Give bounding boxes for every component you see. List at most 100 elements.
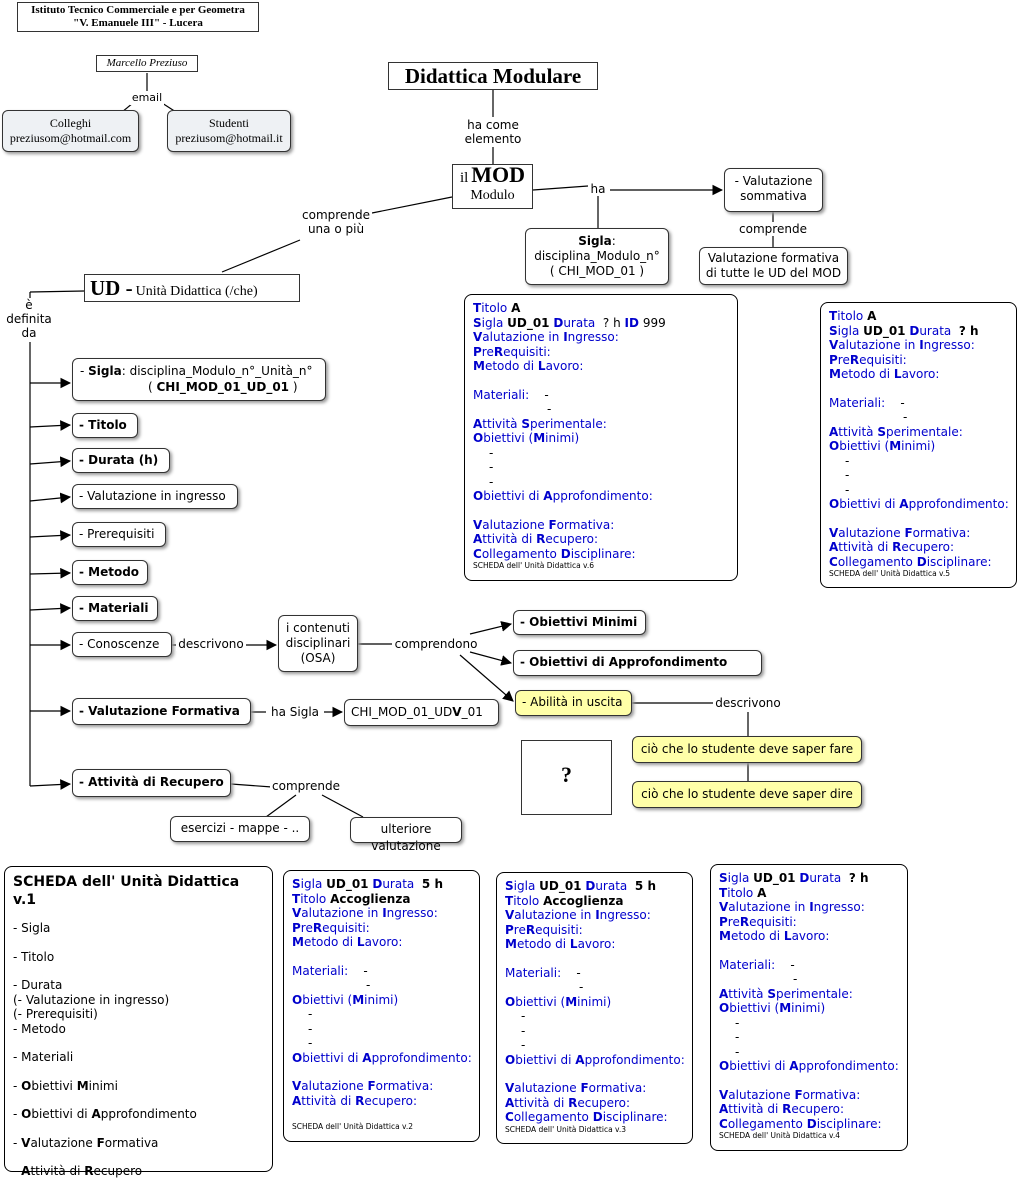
- branch-metodo[interactable]: - Metodo: [72, 560, 148, 585]
- scheda-v5-card: Titolo A Sigla UD_01 Durata ? h Valutazi…: [820, 302, 1017, 588]
- v5-titolo: Titolo A: [829, 309, 877, 323]
- v4-dash-2: -: [735, 1030, 740, 1044]
- branch-titolo[interactable]: - Titolo: [72, 413, 138, 438]
- v3-dash-1: -: [521, 1009, 526, 1023]
- contact-colleghi-title: Colleghi: [49, 116, 92, 130]
- v1-sigla: - Sigla: [13, 921, 51, 935]
- branch-conoscenze[interactable]: - Conoscenze: [72, 632, 172, 657]
- question-node[interactable]: ?: [521, 740, 612, 815]
- v5-prerequisiti: PreRequisiti:: [829, 352, 907, 367]
- v2-titolo: Titolo Accoglienza: [292, 891, 411, 906]
- valutazione-formativa-ud-node[interactable]: Valutazione formativa di tutte le UD del…: [699, 247, 848, 285]
- v1-prerequisiti: (- Prerequisiti): [13, 1007, 98, 1021]
- v5-dash-1: -: [845, 453, 850, 468]
- school-location: "V. Emanuele III" - Lucera: [73, 17, 203, 29]
- v6-att-recupero: Attività di Recupero:: [473, 532, 599, 546]
- saper-fare-node[interactable]: ciò che lo studente deve saper fare: [632, 736, 862, 763]
- school-name: Istituto Tecnico Commerciale e per Geome…: [31, 4, 245, 16]
- branch-sigla[interactable]: - Sigla: disciplina_Modulo_n°_Unità_n° (…: [72, 358, 326, 401]
- v2-dash-3: -: [308, 1036, 313, 1050]
- v1-metodo: - Metodo: [13, 1021, 66, 1036]
- abilita-uscita-node[interactable]: - Abilità in uscita: [515, 690, 632, 716]
- v6-val-formativa: Valutazione Formativa:: [473, 517, 615, 532]
- v5-att-sperim: Attività Sperimentale:: [829, 424, 963, 439]
- v5-dash-2: -: [845, 468, 850, 482]
- v3-prerequisiti: PreRequisiti:: [505, 922, 583, 937]
- mod-subtitle: Modulo: [470, 188, 515, 203]
- mod-node[interactable]: il MOD Modulo: [452, 164, 533, 209]
- sigla-mod-node[interactable]: Sigla: disciplina_Modulo_n° ( CHI_MOD_01…: [525, 228, 669, 285]
- v3-ob-minimi: Obiettivi (Minimi): [505, 994, 612, 1009]
- v2-footer: SCHEDA dell' Unità Didattica v.2: [292, 1122, 414, 1131]
- mod-acronym: MOD: [471, 162, 526, 187]
- v2-sigla: Sigla UD_01 Durata 5 h: [292, 877, 443, 891]
- ud-acronym: UD -: [90, 276, 133, 300]
- link-comprendono: comprendono: [392, 637, 480, 651]
- sigla-valutazione-node[interactable]: CHI_MOD_01_UDV_01: [344, 699, 499, 726]
- obiettivi-approfondimento-node[interactable]: - Obiettivi di Approfondimento: [513, 650, 762, 676]
- v2-materiali: Materiali: -: [292, 963, 368, 978]
- v6-ob-minimi: Obiettivi (Minimi): [473, 431, 580, 445]
- v6-ob-approf: Obiettivi di Approfondimento:: [473, 489, 653, 503]
- v4-titolo: Titolo A: [719, 885, 767, 900]
- v4-ob-approf: Obiettivi di Approfondimento:: [719, 1059, 899, 1073]
- v6-materiali: Materiali: -: [473, 387, 549, 402]
- branch-prerequisiti[interactable]: - Prerequisiti: [72, 522, 166, 547]
- link-e-definita-da: è definita da: [4, 298, 54, 340]
- link-descrivono-2: descrivono: [713, 696, 783, 710]
- v3-footer: SCHEDA dell' Unità Didattica v.3: [505, 1124, 627, 1134]
- obiettivi-minimi-node[interactable]: - Obiettivi Minimi: [513, 610, 646, 635]
- v2-ob-minimi: Obiettivi (Minimi): [292, 992, 399, 1007]
- link-ha-sigla: ha Sigla: [266, 705, 324, 719]
- v3-metodo: Metodo di Lavoro:: [505, 937, 616, 951]
- contact-colleghi-email[interactable]: preziusom@hotmail.com: [9, 131, 132, 145]
- branch-valutazione-ingresso[interactable]: - Valutazione in ingresso: [72, 484, 238, 509]
- valutazione-sommativa-node[interactable]: - Valutazione sommativa: [724, 168, 823, 212]
- sigla-v-bold: V: [452, 705, 462, 719]
- main-title: Didattica Modulare: [388, 62, 598, 90]
- sigla-code-close: ): [289, 380, 298, 394]
- v4-att-sperim: Attività Sperimentale:: [719, 986, 853, 1001]
- v5-ob-approf: Obiettivi di Approfondimento:: [829, 497, 1009, 511]
- contact-colleghi[interactable]: Colleghi preziusom@hotmail.com: [2, 110, 139, 152]
- ulteriore-valutazione-node[interactable]: ulteriore valutazione: [350, 817, 462, 853]
- esercizi-node[interactable]: esercizi - mappe - ..: [170, 816, 310, 842]
- v5-metodo: Metodo di Lavoro:: [829, 367, 940, 381]
- v5-sigla: Sigla UD_01 Durata ? h: [829, 323, 979, 338]
- branch-sigla-label: Sigla: [88, 364, 122, 378]
- contact-studenti[interactable]: Studenti preziusom@hotmail.it: [167, 110, 291, 152]
- contenuti-disciplinari-node[interactable]: i contenuti disciplinari (OSA): [278, 615, 358, 672]
- sigla-v-pre: CHI_MOD_01_UD: [351, 705, 453, 719]
- link-ha-come-elemento: ha come elemento: [462, 118, 524, 146]
- v4-sigla: Sigla UD_01 Durata ? h: [719, 871, 869, 885]
- v2-att-recupero: Attività di Recupero:: [292, 1093, 418, 1108]
- sigla-code-open: (: [148, 380, 157, 394]
- branch-durata[interactable]: - Durata (h): [72, 448, 170, 473]
- branch-valutazione-formativa[interactable]: - Valutazione Formativa: [72, 698, 251, 725]
- v4-materiali: Materiali: -: [719, 957, 795, 972]
- v2-ob-approf: Obiettivi di Approfondimento:: [292, 1050, 472, 1065]
- branch-materiali[interactable]: - Materiali: [72, 596, 158, 621]
- scheda-v2-card: Sigla UD_01 Durata 5 h Titolo Accoglienz…: [283, 870, 480, 1142]
- sigla-mod-text: disciplina_Modulo_n°: [534, 249, 660, 263]
- saper-dire-node[interactable]: ciò che lo studente deve saper dire: [632, 781, 862, 808]
- contact-studenti-email[interactable]: preziusom@hotmail.it: [175, 131, 283, 145]
- v4-metodo: Metodo di Lavoro:: [719, 929, 830, 943]
- v5-materiali-dash: -: [903, 410, 908, 424]
- ud-node[interactable]: UD - Unità Didattica (/che): [84, 274, 300, 302]
- v2-materiali-dash: -: [366, 978, 371, 992]
- branch-attivita-recupero[interactable]: - Attività di Recupero: [72, 769, 231, 797]
- v3-dash-3: -: [521, 1038, 526, 1052]
- v3-dash-2: -: [521, 1023, 526, 1038]
- mod-prefix: il: [459, 170, 469, 186]
- v6-prerequisiti: PreRequisiti:: [473, 344, 551, 359]
- v1-att-recupero: - Attività di Recupero: [13, 1164, 143, 1178]
- v6-metodo: Metodo di Lavoro:: [473, 359, 584, 373]
- sigla-mod-label: Sigla: [578, 234, 612, 248]
- v1-ob-minimi: - Obiettivi Minimi: [13, 1078, 118, 1093]
- ud-subtitle: Unità Didattica (/che): [135, 284, 258, 299]
- sigla-mod-code: ( CHI_MOD_01 ): [549, 264, 645, 278]
- contact-studenti-title: Studenti: [208, 116, 249, 130]
- v2-metodo: Metodo di Lavoro:: [292, 935, 403, 949]
